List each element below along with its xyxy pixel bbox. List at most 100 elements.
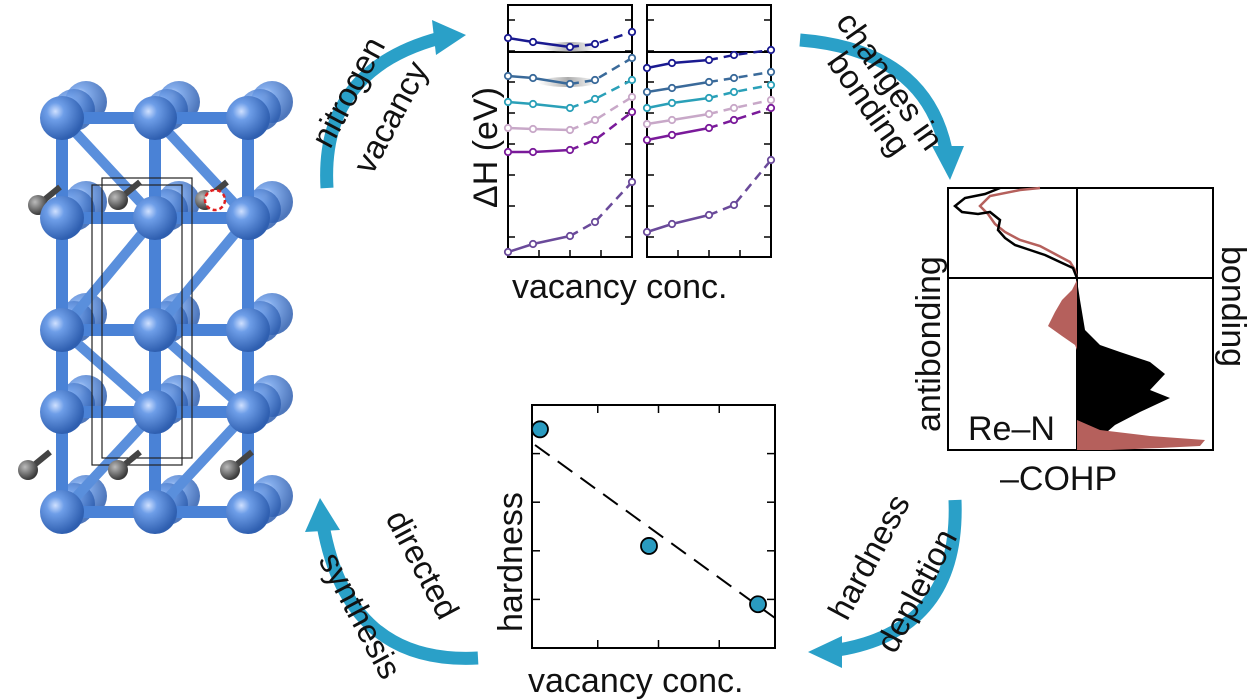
energy-series-point bbox=[766, 80, 776, 90]
energy-series-point bbox=[704, 210, 714, 220]
hardness-data-point bbox=[531, 420, 549, 439]
lattice-metal-atom bbox=[226, 390, 270, 434]
lattice-metal-atom bbox=[226, 490, 270, 534]
energy-series-line bbox=[646, 96, 710, 110]
energy-series-line bbox=[646, 126, 710, 142]
energy-series-line bbox=[708, 106, 772, 130]
hardness-ylabel: hardness bbox=[492, 492, 530, 632]
energy-series-point bbox=[590, 115, 600, 125]
energy-series-point bbox=[642, 87, 652, 97]
lattice-metal-atom bbox=[40, 390, 84, 434]
lattice-metal-atom bbox=[133, 490, 177, 534]
energy-series-point bbox=[729, 103, 739, 113]
energy-series-point bbox=[729, 115, 739, 125]
energy-series-line bbox=[708, 159, 772, 217]
energy-series-point bbox=[528, 124, 538, 134]
cohp-black-top bbox=[953, 186, 1079, 279]
energy-series-point bbox=[642, 63, 652, 73]
energy-series-point bbox=[667, 115, 677, 125]
energy-series-point bbox=[642, 135, 652, 145]
energy-series-line bbox=[646, 58, 710, 70]
cohp-inset-label: Re–N bbox=[968, 410, 1055, 448]
svg-text:directed: directed bbox=[379, 504, 467, 625]
energy-series-line bbox=[507, 100, 571, 110]
energy-plot: ΔH (eV) vacancy conc. bbox=[467, 4, 776, 306]
energy-series-line bbox=[646, 112, 710, 126]
lattice-metal-atom bbox=[40, 308, 84, 352]
energy-series-point bbox=[729, 200, 739, 210]
hardness-data-point bbox=[640, 537, 658, 555]
arrow-bottom-right bbox=[808, 499, 962, 668]
energy-series-point bbox=[503, 97, 513, 107]
energy-series-line bbox=[569, 78, 633, 110]
energy-series-point bbox=[667, 58, 677, 68]
lattice-nitrogen-atom bbox=[108, 190, 128, 210]
hardness-data-point bbox=[749, 595, 767, 614]
energy-series-point bbox=[704, 93, 714, 103]
lattice-metal-atom bbox=[40, 96, 84, 140]
lattice-bond bbox=[58, 114, 159, 222]
energy-series-line bbox=[646, 80, 710, 94]
cohp-left-label: antibonding bbox=[910, 256, 948, 432]
svg-text:synthesis: synthesis bbox=[312, 546, 409, 685]
cohp-red-fill-bonding bbox=[1077, 420, 1205, 450]
energy-series-point bbox=[565, 42, 575, 52]
lattice-metal-atom bbox=[133, 96, 177, 140]
energy-series-point bbox=[503, 147, 513, 157]
energy-series-point bbox=[667, 219, 677, 229]
lattice-bond bbox=[151, 408, 252, 516]
energy-series-point bbox=[528, 147, 538, 157]
energy-series-point bbox=[704, 109, 714, 119]
cohp-right-label: bonding bbox=[1214, 246, 1247, 367]
energy-series-point bbox=[704, 123, 714, 133]
energy-series-point bbox=[729, 50, 739, 60]
cohp-red-top bbox=[978, 186, 1079, 279]
energy-series-point bbox=[503, 123, 513, 133]
energy-series-point bbox=[642, 103, 652, 113]
arrow-top-left bbox=[320, 20, 466, 189]
energy-series-point bbox=[528, 73, 538, 83]
lattice-bond bbox=[151, 214, 252, 334]
energy-series-point bbox=[565, 79, 575, 89]
lattice-metal-atom bbox=[40, 196, 84, 240]
energy-series-line bbox=[708, 70, 772, 84]
label-bottom-right: hardness depletion bbox=[821, 488, 965, 658]
energy-series-point bbox=[704, 55, 714, 65]
cohp-xlabel: –COHP bbox=[1000, 460, 1117, 498]
unit-cell-frame bbox=[101, 177, 193, 459]
lattice-nitrogen-atom bbox=[18, 460, 38, 480]
lattice-metal-atom bbox=[226, 96, 270, 140]
hardness-frame bbox=[531, 404, 776, 649]
lattice-metal-atom bbox=[133, 196, 177, 240]
energy-series-line bbox=[708, 48, 772, 62]
energy-series-point bbox=[590, 135, 600, 145]
label-top-right: changes in bonding bbox=[820, 5, 951, 162]
energy-series-point bbox=[528, 37, 538, 47]
energy-series-point bbox=[667, 83, 677, 93]
lattice-nitrogen-atom bbox=[220, 460, 240, 480]
energy-series-point bbox=[503, 71, 513, 81]
cohp-plot: Re–N antibonding bonding –COHP bbox=[910, 186, 1247, 498]
energy-series-point bbox=[642, 119, 652, 129]
energy-series-point bbox=[590, 75, 600, 85]
lattice-bond bbox=[151, 114, 252, 222]
energy-series-point bbox=[565, 125, 575, 135]
energy-series-point bbox=[590, 94, 600, 104]
energy-series-line bbox=[708, 98, 772, 116]
arrow-bottom-left bbox=[305, 498, 479, 665]
energy-series-point bbox=[627, 92, 637, 102]
energy-series-line bbox=[569, 56, 633, 86]
energy-series-point bbox=[627, 27, 637, 37]
energy-series-line bbox=[569, 30, 633, 49]
energy-series-point bbox=[627, 75, 637, 85]
energy-series-point bbox=[565, 145, 575, 155]
cohp-black-fill-bonding bbox=[1077, 280, 1170, 450]
lattice-metal-atom bbox=[133, 390, 177, 434]
hardness-trend-line bbox=[534, 444, 776, 619]
energy-series-point bbox=[667, 98, 677, 108]
lattice-bond bbox=[58, 214, 159, 334]
crystal-lattice bbox=[18, 81, 293, 534]
energy-series-point bbox=[704, 77, 714, 87]
energy-series-line bbox=[646, 213, 710, 234]
